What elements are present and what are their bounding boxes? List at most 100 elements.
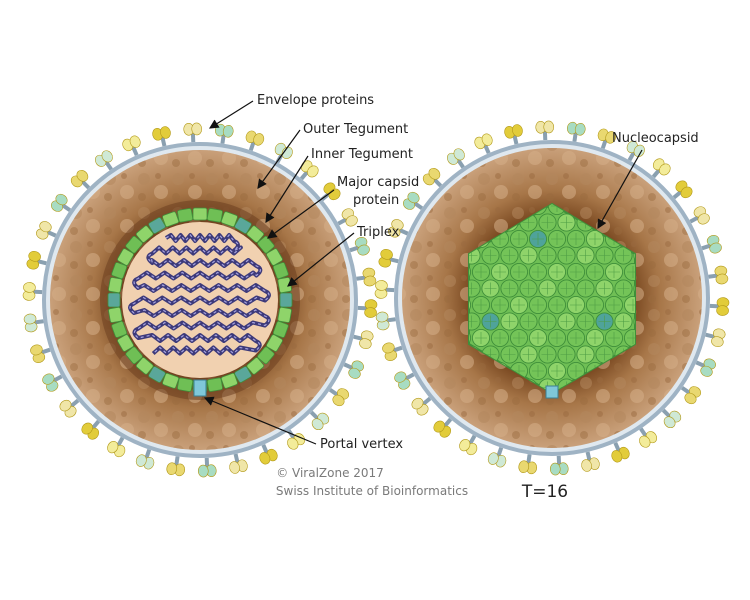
capsomer — [135, 357, 154, 375]
glycoprotein-spike — [309, 410, 330, 431]
glycoprotein-spike — [245, 130, 265, 152]
envelope-proteins-left — [22, 122, 378, 478]
capsomer — [206, 208, 223, 223]
label-envelope-proteins: Envelope proteins — [257, 93, 374, 108]
hexon — [469, 262, 472, 282]
pointer-inner-tegument — [265, 155, 309, 224]
capsomer — [220, 211, 238, 228]
glycoprotein-spike — [708, 265, 729, 285]
glycoprotein-spike — [549, 455, 569, 476]
glycoprotein-spike — [214, 123, 234, 144]
envelope-proteins-right — [374, 120, 730, 476]
glycoprotein-spike — [709, 297, 730, 316]
glycoprotein-spike — [504, 124, 523, 145]
glycoprotein-spike — [422, 167, 443, 188]
glycoprotein-spike — [388, 219, 409, 238]
capsomers-surface — [469, 204, 635, 393]
capsomer — [177, 208, 194, 223]
triplex-unit — [107, 292, 121, 308]
capsomer — [277, 306, 292, 323]
label-portal-vertex: Portal vertex — [320, 437, 403, 452]
glycoprotein-spike — [299, 160, 319, 181]
glycoprotein-spike — [446, 148, 465, 169]
glycoprotein-spike — [70, 169, 91, 190]
dna-genome — [128, 233, 271, 356]
glycoprotein-spike — [122, 135, 141, 157]
glycoprotein-spike — [689, 206, 710, 225]
hexon — [469, 328, 472, 348]
glycoprotein-spike — [626, 140, 645, 162]
glycoprotein-spike — [535, 120, 555, 141]
glycoprotein-spike — [197, 457, 217, 478]
portal-vertex-right — [545, 385, 559, 399]
glycoprotein-spike — [343, 360, 364, 379]
capsomer — [108, 306, 123, 323]
virion-cross-section — [22, 122, 378, 478]
glycoprotein-spike — [357, 299, 378, 318]
label-major-capsid-protein-line2: protein — [353, 193, 399, 208]
glycoprotein-spike — [701, 235, 722, 254]
capsomer — [111, 320, 128, 338]
glycoprotein-spike — [459, 434, 478, 456]
capsomer — [272, 320, 289, 338]
capsomer — [206, 377, 223, 392]
capsomer — [162, 211, 180, 228]
pointer-outer-tegument — [257, 129, 301, 189]
glycoprotein-spike — [81, 419, 101, 440]
glycoprotein-spike — [349, 237, 370, 256]
glycoprotein-spike — [107, 436, 126, 458]
glycoprotein-spike — [36, 221, 57, 240]
glycoprotein-spike — [672, 180, 693, 200]
glycoprotein-spike — [433, 417, 453, 438]
glycoprotein-spike — [356, 267, 377, 287]
capsomer — [220, 372, 238, 389]
capsomer — [177, 377, 194, 392]
glycoprotein-spike — [411, 396, 432, 416]
capsomer — [246, 357, 265, 375]
capsomer — [135, 225, 154, 243]
capsomer — [257, 235, 275, 254]
triplex-unit — [148, 217, 166, 234]
capsomer — [125, 235, 143, 254]
capsomer — [246, 225, 265, 243]
glycoprotein-spike — [394, 371, 415, 390]
capsomer — [266, 334, 283, 352]
dna-strand-highlight — [129, 234, 270, 355]
glycoprotein-spike — [135, 448, 155, 470]
credit-copyright: © ViralZone 2017 — [276, 466, 384, 480]
glycoprotein-spike — [661, 408, 682, 429]
glycoprotein-spike — [94, 150, 113, 171]
glycoprotein-spike — [518, 454, 538, 475]
portal-vertex — [193, 379, 207, 397]
label-inner-tegument: Inner Tegument — [311, 147, 413, 162]
credit-institute: Swiss Institute of Bioinformatics — [276, 484, 468, 498]
capsomer — [108, 277, 123, 294]
glycoprotein-spike — [50, 193, 72, 212]
glycoprotein-spike — [337, 208, 358, 227]
pointer-triplex — [287, 232, 355, 287]
glycoprotein-spike — [374, 280, 395, 299]
glycoprotein-spike — [474, 133, 493, 155]
glycoprotein-spike — [328, 388, 350, 407]
triplex-unit — [148, 366, 166, 383]
capsomer — [192, 207, 208, 221]
glycoprotein-spike — [353, 330, 374, 350]
glycoprotein-spike — [30, 344, 51, 363]
glycoprotein-spike — [23, 313, 44, 333]
hexon — [633, 246, 635, 265]
triplex-unit — [234, 366, 252, 383]
glycoprotein-spike — [259, 443, 278, 465]
glycoprotein-spike — [59, 398, 80, 418]
glycoprotein-spike — [639, 427, 658, 448]
label-triplex: Triplex — [356, 225, 400, 240]
glycoprotein-spike — [705, 328, 726, 348]
glycoprotein-spike — [680, 386, 702, 405]
triangulation-number: T=16 — [521, 482, 568, 502]
glycoprotein-spike — [651, 158, 671, 179]
triplex-unit — [279, 292, 293, 308]
glycoprotein-spike — [695, 358, 716, 377]
capsomer — [272, 262, 289, 280]
virion-nucleocapsid-view — [374, 120, 730, 476]
hexon — [633, 312, 635, 331]
glycoprotein-spike — [382, 342, 403, 361]
